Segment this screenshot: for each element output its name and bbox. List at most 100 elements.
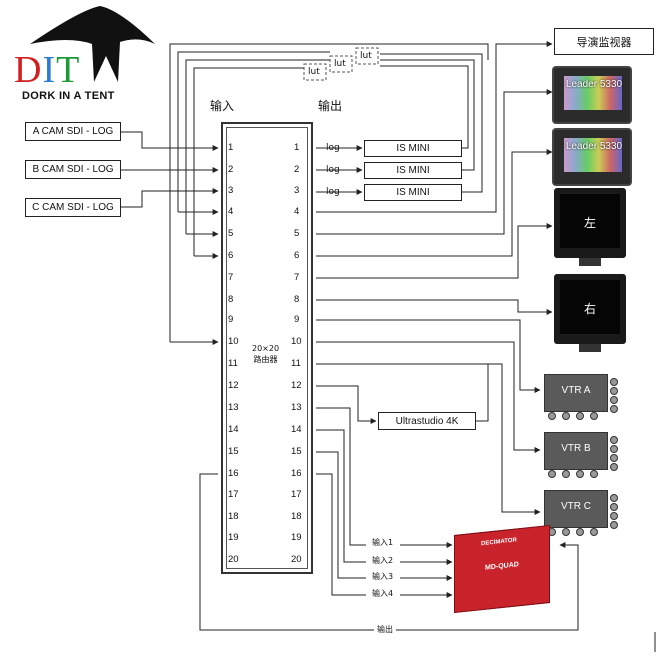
router-input-port: 1 xyxy=(228,142,234,153)
bnc-connector-icon xyxy=(576,412,584,420)
router-label: 20×20 路由器 xyxy=(252,344,280,364)
router-output-port: 19 xyxy=(291,532,302,543)
bnc-connector-icon xyxy=(610,445,618,453)
logo-tent-icon xyxy=(30,6,155,82)
bnc-connector-icon xyxy=(562,528,570,536)
lut-label: lut xyxy=(308,67,320,77)
router-input-port: 3 xyxy=(228,185,234,196)
source-a-cam: A CAM SDI - LOG xyxy=(25,122,121,141)
router-input-port: 2 xyxy=(228,164,234,175)
ultrastudio-box: Ultrastudio 4K xyxy=(378,412,476,430)
lut-label: lut xyxy=(360,51,372,61)
lut-box xyxy=(303,63,327,81)
router-input-port: 4 xyxy=(228,206,234,217)
quad-input-label: 输入2 xyxy=(372,556,394,565)
router-output-port: 4 xyxy=(294,206,300,217)
scope-1: Leader 5330 xyxy=(552,66,632,124)
lut-label: lut xyxy=(334,59,346,69)
bnc-connector-icon xyxy=(610,378,618,386)
bnc-connector-icon xyxy=(610,463,618,471)
bnc-connector-icon xyxy=(610,405,618,413)
router-output-port: 14 xyxy=(291,424,302,435)
router-20x20 xyxy=(221,122,313,574)
router-input-port: 6 xyxy=(228,250,234,261)
router-output-port: 16 xyxy=(291,468,302,479)
vtr-b: VTR B xyxy=(544,432,608,470)
router-output-port: 15 xyxy=(291,446,302,457)
bnc-connector-icon xyxy=(610,503,618,511)
inputs-header: 输入 xyxy=(210,99,235,113)
router-input-port: 17 xyxy=(228,489,239,500)
router-input-port: 12 xyxy=(228,380,239,391)
router-output-port: 9 xyxy=(294,314,300,325)
bnc-connector-icon xyxy=(562,412,570,420)
source-c-cam: C CAM SDI - LOG xyxy=(25,198,121,217)
router-output-port: 10 xyxy=(291,336,302,347)
router-input-port: 8 xyxy=(228,294,234,305)
bnc-connector-icon xyxy=(590,470,598,478)
router-output-port: 1 xyxy=(294,142,300,153)
router-output-port: 3 xyxy=(294,185,300,196)
router-input-port: 20 xyxy=(228,554,239,565)
md-quad-brand: DECIMATOR xyxy=(481,537,517,548)
vtr-c: VTR C xyxy=(544,490,608,528)
logo-tagline: DORK IN A TENT xyxy=(22,90,115,102)
router-output-port: 5 xyxy=(294,228,300,239)
router-input-port: 10 xyxy=(228,336,239,347)
logo-letters: DIT xyxy=(14,48,80,92)
logo-letter-d: D xyxy=(14,49,43,91)
log-label: log xyxy=(326,143,340,153)
bnc-connector-icon xyxy=(610,436,618,444)
monitor-left: 左 xyxy=(554,188,626,266)
bnc-connector-icon xyxy=(610,512,618,520)
monitor-right: 右 xyxy=(554,274,626,352)
md-quad-name: MD-QUAD xyxy=(485,561,519,572)
router-output-port: 11 xyxy=(291,358,301,369)
bnc-connector-icon xyxy=(610,396,618,404)
vtr-label: VTR A xyxy=(561,385,591,396)
vtr-label: VTR C xyxy=(561,501,591,512)
quad-input-label: 输入4 xyxy=(372,589,394,598)
is-mini-box: IS MINI xyxy=(364,184,462,201)
router-output-port: 7 xyxy=(294,272,300,283)
router-output-port: 6 xyxy=(294,250,300,261)
log-label: log xyxy=(326,187,340,197)
monitor-screen xyxy=(560,194,620,248)
bnc-connector-icon xyxy=(548,412,556,420)
scope-screen xyxy=(564,76,622,110)
router-output-port: 12 xyxy=(291,380,302,391)
director-monitors-box: 导演监视器 xyxy=(554,28,654,55)
is-mini-box: IS MINI xyxy=(364,140,462,157)
md-quad-device: DECIMATOR MD-QUAD xyxy=(454,524,550,614)
bnc-connector-icon xyxy=(576,528,584,536)
router-output-port: 20 xyxy=(291,554,302,565)
quad-input-label: 输入3 xyxy=(372,572,394,581)
quad-output-label: 输出 xyxy=(374,624,396,635)
log-label: log xyxy=(326,165,340,175)
router-input-port: 11 xyxy=(228,358,238,369)
vtr-label: VTR B xyxy=(561,443,591,454)
router-input-port: 18 xyxy=(228,511,239,522)
lut-box xyxy=(329,55,353,73)
bnc-connector-icon xyxy=(610,387,618,395)
logo-letter-i: I xyxy=(42,49,57,91)
lut-box xyxy=(355,47,379,65)
monitor-label: 右 xyxy=(584,302,597,316)
router-output-port: 13 xyxy=(291,402,302,413)
scope-screen xyxy=(564,138,622,172)
source-b-cam: B CAM SDI - LOG xyxy=(25,160,121,179)
router-output-port: 2 xyxy=(294,164,300,175)
router-input-port: 7 xyxy=(228,272,234,283)
bnc-connector-icon xyxy=(576,470,584,478)
monitor-stand xyxy=(579,344,601,352)
bnc-connector-icon xyxy=(610,494,618,502)
router-input-port: 13 xyxy=(228,402,239,413)
bnc-connector-icon xyxy=(590,528,598,536)
router-output-port: 18 xyxy=(291,511,302,522)
bnc-connector-icon xyxy=(562,470,570,478)
monitor-label: 左 xyxy=(584,216,597,230)
vtr-a: VTR A xyxy=(544,374,608,412)
monitor-screen xyxy=(560,280,620,334)
is-mini-box: IS MINI xyxy=(364,162,462,179)
